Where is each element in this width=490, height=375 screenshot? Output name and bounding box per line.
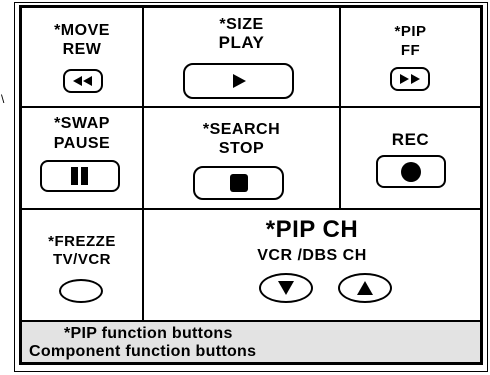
size-label: *SIZE — [219, 16, 264, 33]
stop-icon — [229, 174, 248, 192]
ff-button[interactable] — [390, 67, 430, 91]
channel-down-button[interactable] — [259, 273, 313, 303]
play-icon — [232, 74, 246, 88]
cell-pip-ch: *PIP CH VCR /DBS CH — [144, 210, 480, 320]
pause-label: PAUSE — [53, 135, 111, 152]
divider — [142, 107, 144, 320]
cell-search-stop: *SEARCH STOP — [144, 108, 339, 208]
component-function-legend: Component function buttons — [29, 343, 257, 360]
search-label: *SEARCH — [202, 121, 281, 138]
rewind-icon — [73, 76, 92, 86]
freeze-label: *FREZZE — [48, 233, 116, 250]
cell-rec: REC — [341, 108, 480, 208]
stop-button[interactable] — [193, 166, 284, 200]
legend-footer: *PIP function buttons Component function… — [22, 322, 480, 362]
play-button[interactable] — [183, 63, 294, 99]
divider — [142, 8, 144, 107]
cell-move-rew: *MOVE REW — [22, 8, 142, 106]
pip-function-legend: *PIP function buttons — [64, 325, 233, 342]
tv-vcr-label: TV/VCR — [52, 251, 111, 268]
cell-swap-pause: *SWAP PAUSE — [22, 108, 142, 208]
pause-icon — [71, 167, 88, 185]
down-triangle-icon — [278, 281, 294, 295]
record-icon — [401, 161, 421, 182]
divider — [339, 8, 341, 209]
cell-size-play: *SIZE PLAY — [144, 8, 339, 106]
freeze-button[interactable] — [59, 279, 103, 303]
stop-label: STOP — [218, 140, 265, 157]
channel-up-button[interactable] — [338, 273, 392, 303]
pip-label: *PIP — [394, 23, 427, 40]
cell-freeze: *FREZZE TV/VCR — [22, 210, 142, 320]
divider — [22, 208, 480, 210]
swap-label: *SWAP — [54, 115, 110, 132]
play-label: PLAY — [218, 33, 265, 52]
ff-label: FF — [400, 42, 421, 59]
rec-button[interactable] — [376, 155, 446, 188]
vcr-dbs-ch-label: VCR /DBS CH — [257, 247, 367, 264]
rec-label: REC — [391, 130, 430, 149]
rew-button[interactable] — [63, 69, 103, 93]
pause-button[interactable] — [40, 160, 120, 192]
divider — [22, 320, 480, 322]
margin-mark: \ — [1, 92, 5, 106]
rew-label: REW — [62, 41, 102, 58]
remote-button-panel: *MOVE REW *SIZE PLAY *PIP FF *SWAP PAUSE — [14, 2, 488, 372]
pip-ch-title: *PIP CH — [265, 216, 359, 243]
cell-pip-ff: *PIP FF — [341, 8, 480, 106]
divider — [22, 106, 480, 108]
fast-forward-icon — [400, 74, 420, 84]
up-triangle-icon — [357, 281, 373, 295]
move-label: *MOVE — [54, 22, 110, 39]
button-grid: *MOVE REW *SIZE PLAY *PIP FF *SWAP PAUSE — [19, 5, 483, 365]
